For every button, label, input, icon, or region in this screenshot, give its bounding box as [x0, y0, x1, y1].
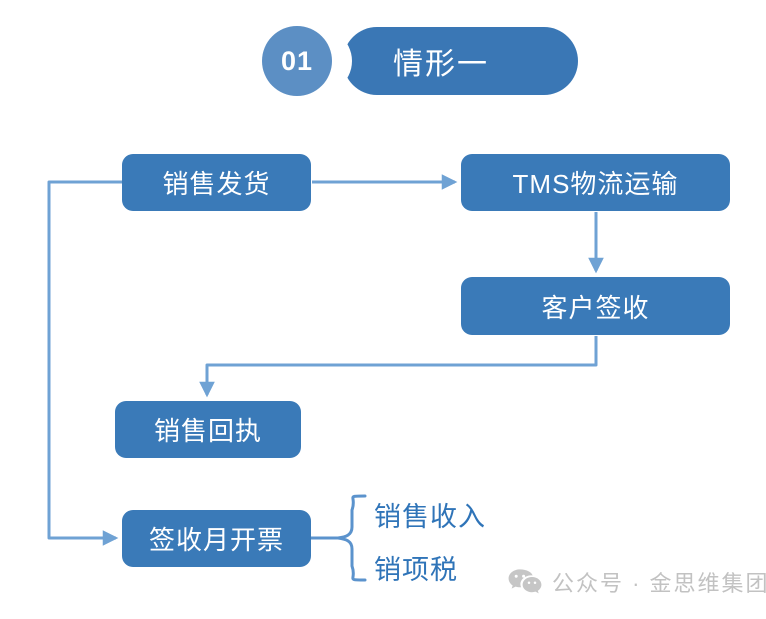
watermark: 公众号 · 金思维集团 — [508, 566, 766, 598]
node-invoice-month[interactable]: 签收月开票 — [122, 510, 311, 567]
header-number-circle: 01 — [262, 26, 332, 96]
node-customer-signed-label: 客户签收 — [541, 292, 650, 323]
wechat-icon — [508, 569, 542, 594]
node-sales-receipt[interactable]: 销售回执 — [115, 401, 301, 458]
header-circle-ring: 01 — [258, 22, 352, 100]
header-step-number: 01 — [280, 45, 314, 76]
node-tms-logistics[interactable]: TMS物流运输 — [461, 154, 730, 211]
node-tms-logistics-label: TMS物流运输 — [512, 169, 679, 199]
header-title: 情形一 — [393, 48, 489, 81]
link-sales-to-invoice — [47, 180, 122, 546]
node-invoice-month-label: 签收月开票 — [148, 525, 284, 555]
node-sales-shipment[interactable]: 销售发货 — [122, 154, 311, 211]
header-pill: 情形一 — [343, 27, 578, 95]
link-customer-to-receipt — [199, 336, 598, 398]
brace-label-sales-revenue: 销售收入 — [374, 502, 486, 532]
node-sales-shipment-label: 销售发货 — [162, 169, 271, 199]
brace-label-output-vat: 销项税 — [374, 555, 458, 585]
node-sales-receipt-label: 销售回执 — [153, 416, 262, 446]
node-customer-signed[interactable]: 客户签收 — [461, 277, 730, 335]
brace-bracket — [336, 494, 367, 582]
section-header-banner: 情形一 01 — [258, 22, 578, 100]
watermark-text: 公众号 · 金思维集团 — [552, 571, 766, 596]
